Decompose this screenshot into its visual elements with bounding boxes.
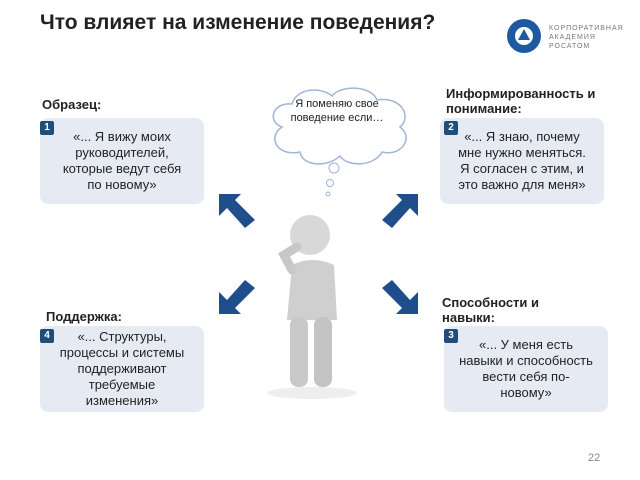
- number-badge: 1: [40, 121, 54, 135]
- quadrant-label: Поддержка:: [46, 309, 122, 324]
- arrow-down-left-icon: [219, 280, 255, 314]
- thinking-person-icon: [267, 215, 357, 399]
- arrow-down-right-icon: [382, 280, 418, 314]
- arrow-up-right-icon: [382, 194, 418, 228]
- number-badge: 2: [444, 121, 458, 135]
- thought-cloud-icon: [272, 87, 407, 197]
- logo-icon: [506, 18, 542, 59]
- quadrant-box-1: «... Я вижу моих руководителей, которые …: [40, 118, 204, 204]
- quadrant-box-4: «... Структуры, процессы и системы подде…: [40, 326, 204, 412]
- number-badge: 3: [444, 329, 458, 343]
- quadrant-text: «... Я вижу моих руководителей, которые …: [62, 129, 182, 192]
- logo-text: КОРПОРАТИВНАЯ АКАДЕМИЯ РОСАТОМ: [549, 24, 624, 51]
- quadrant-label: Образец:: [42, 97, 102, 112]
- logo-line: КОРПОРАТИВНАЯ: [549, 25, 624, 32]
- logo-line: АКАДЕМИЯ: [549, 34, 596, 41]
- quadrant-label: Способности и навыки:: [442, 295, 540, 325]
- thought-text: Я поменяю свое поведение если…: [290, 98, 384, 124]
- logo-line: РОСАТОМ: [549, 43, 591, 50]
- quadrant-text: «... Структуры, процессы и системы подде…: [59, 329, 185, 408]
- slide-title: Что влияет на изменение поведения?: [40, 11, 436, 34]
- quadrant-text: «... У меня есть навыки и способность ве…: [459, 337, 593, 400]
- arrow-up-left-icon: [219, 194, 255, 228]
- quadrant-label: Информированность и понимание:: [446, 86, 596, 116]
- quadrant-text: «... Я знаю, почему мне нужно меняться. …: [458, 129, 586, 192]
- page-number: 22: [588, 452, 601, 464]
- number-badge: 4: [40, 329, 54, 343]
- quadrant-box-3: «... У меня есть навыки и способность ве…: [444, 326, 608, 412]
- quadrant-box-2: «... Я знаю, почему мне нужно меняться. …: [440, 118, 604, 204]
